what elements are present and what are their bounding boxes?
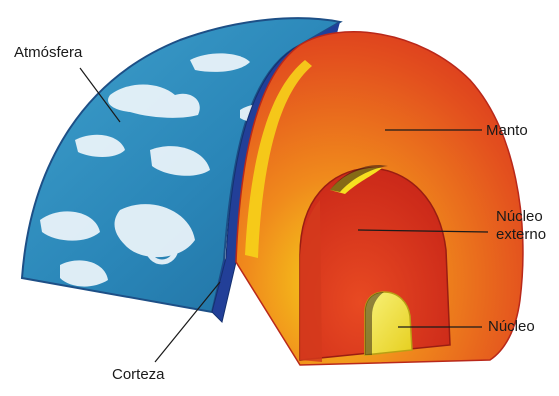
- label-outer-core-line1: Núcleo: [496, 208, 546, 226]
- label-atmosphere: Atmósfera: [14, 44, 82, 62]
- label-mantle: Manto: [486, 122, 528, 140]
- label-outer-core-line2: externo: [496, 226, 546, 244]
- label-outer-core: Núcleo externo: [496, 208, 546, 244]
- label-crust: Corteza: [112, 366, 165, 384]
- label-inner-core: Núcleo: [488, 318, 535, 336]
